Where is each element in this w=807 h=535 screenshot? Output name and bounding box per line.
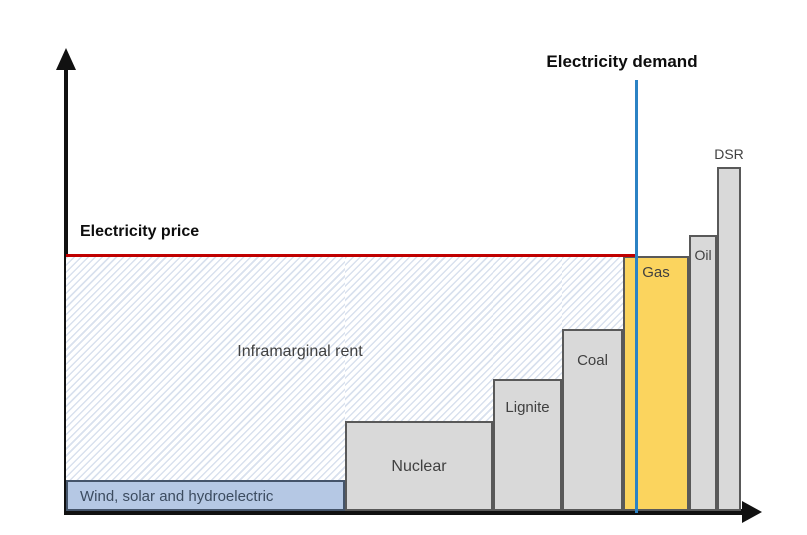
bar-gas (623, 256, 689, 511)
bar-oil (689, 235, 717, 511)
x-axis-arrow-icon (742, 501, 762, 523)
inframarginal-rent-area (562, 257, 623, 329)
bar-label-lignite: Lignite (505, 399, 550, 416)
bar-dsr (717, 167, 741, 511)
bar-nuclear (345, 421, 493, 511)
bar-wind-solar-hydro (66, 480, 345, 511)
electricity-demand-line (635, 80, 638, 513)
bar-label-wind: Wind, solar and hydroelectric (80, 488, 274, 505)
electricity-price-line (66, 254, 636, 257)
bar-label-coal: Coal (577, 352, 608, 369)
inframarginal-rent-area (493, 257, 562, 379)
x-axis (64, 509, 744, 515)
electricity-price-label: Electricity price (80, 223, 200, 240)
bar-label-nuclear: Nuclear (391, 458, 447, 475)
bar-label-gas: Gas (642, 264, 670, 281)
bar-label-dsr: DSR (714, 146, 744, 162)
electricity-demand-label: Electricity demand (546, 52, 698, 71)
inframarginal-rent-label: Inframarginal rent (237, 343, 363, 360)
bar-lignite (493, 379, 562, 511)
inframarginal-rent-area (345, 257, 493, 421)
inframarginal-rent-area (66, 257, 345, 480)
y-axis-arrow-icon (56, 48, 76, 70)
bar-label-oil: Oil (694, 247, 712, 263)
bar-coal (562, 329, 623, 511)
